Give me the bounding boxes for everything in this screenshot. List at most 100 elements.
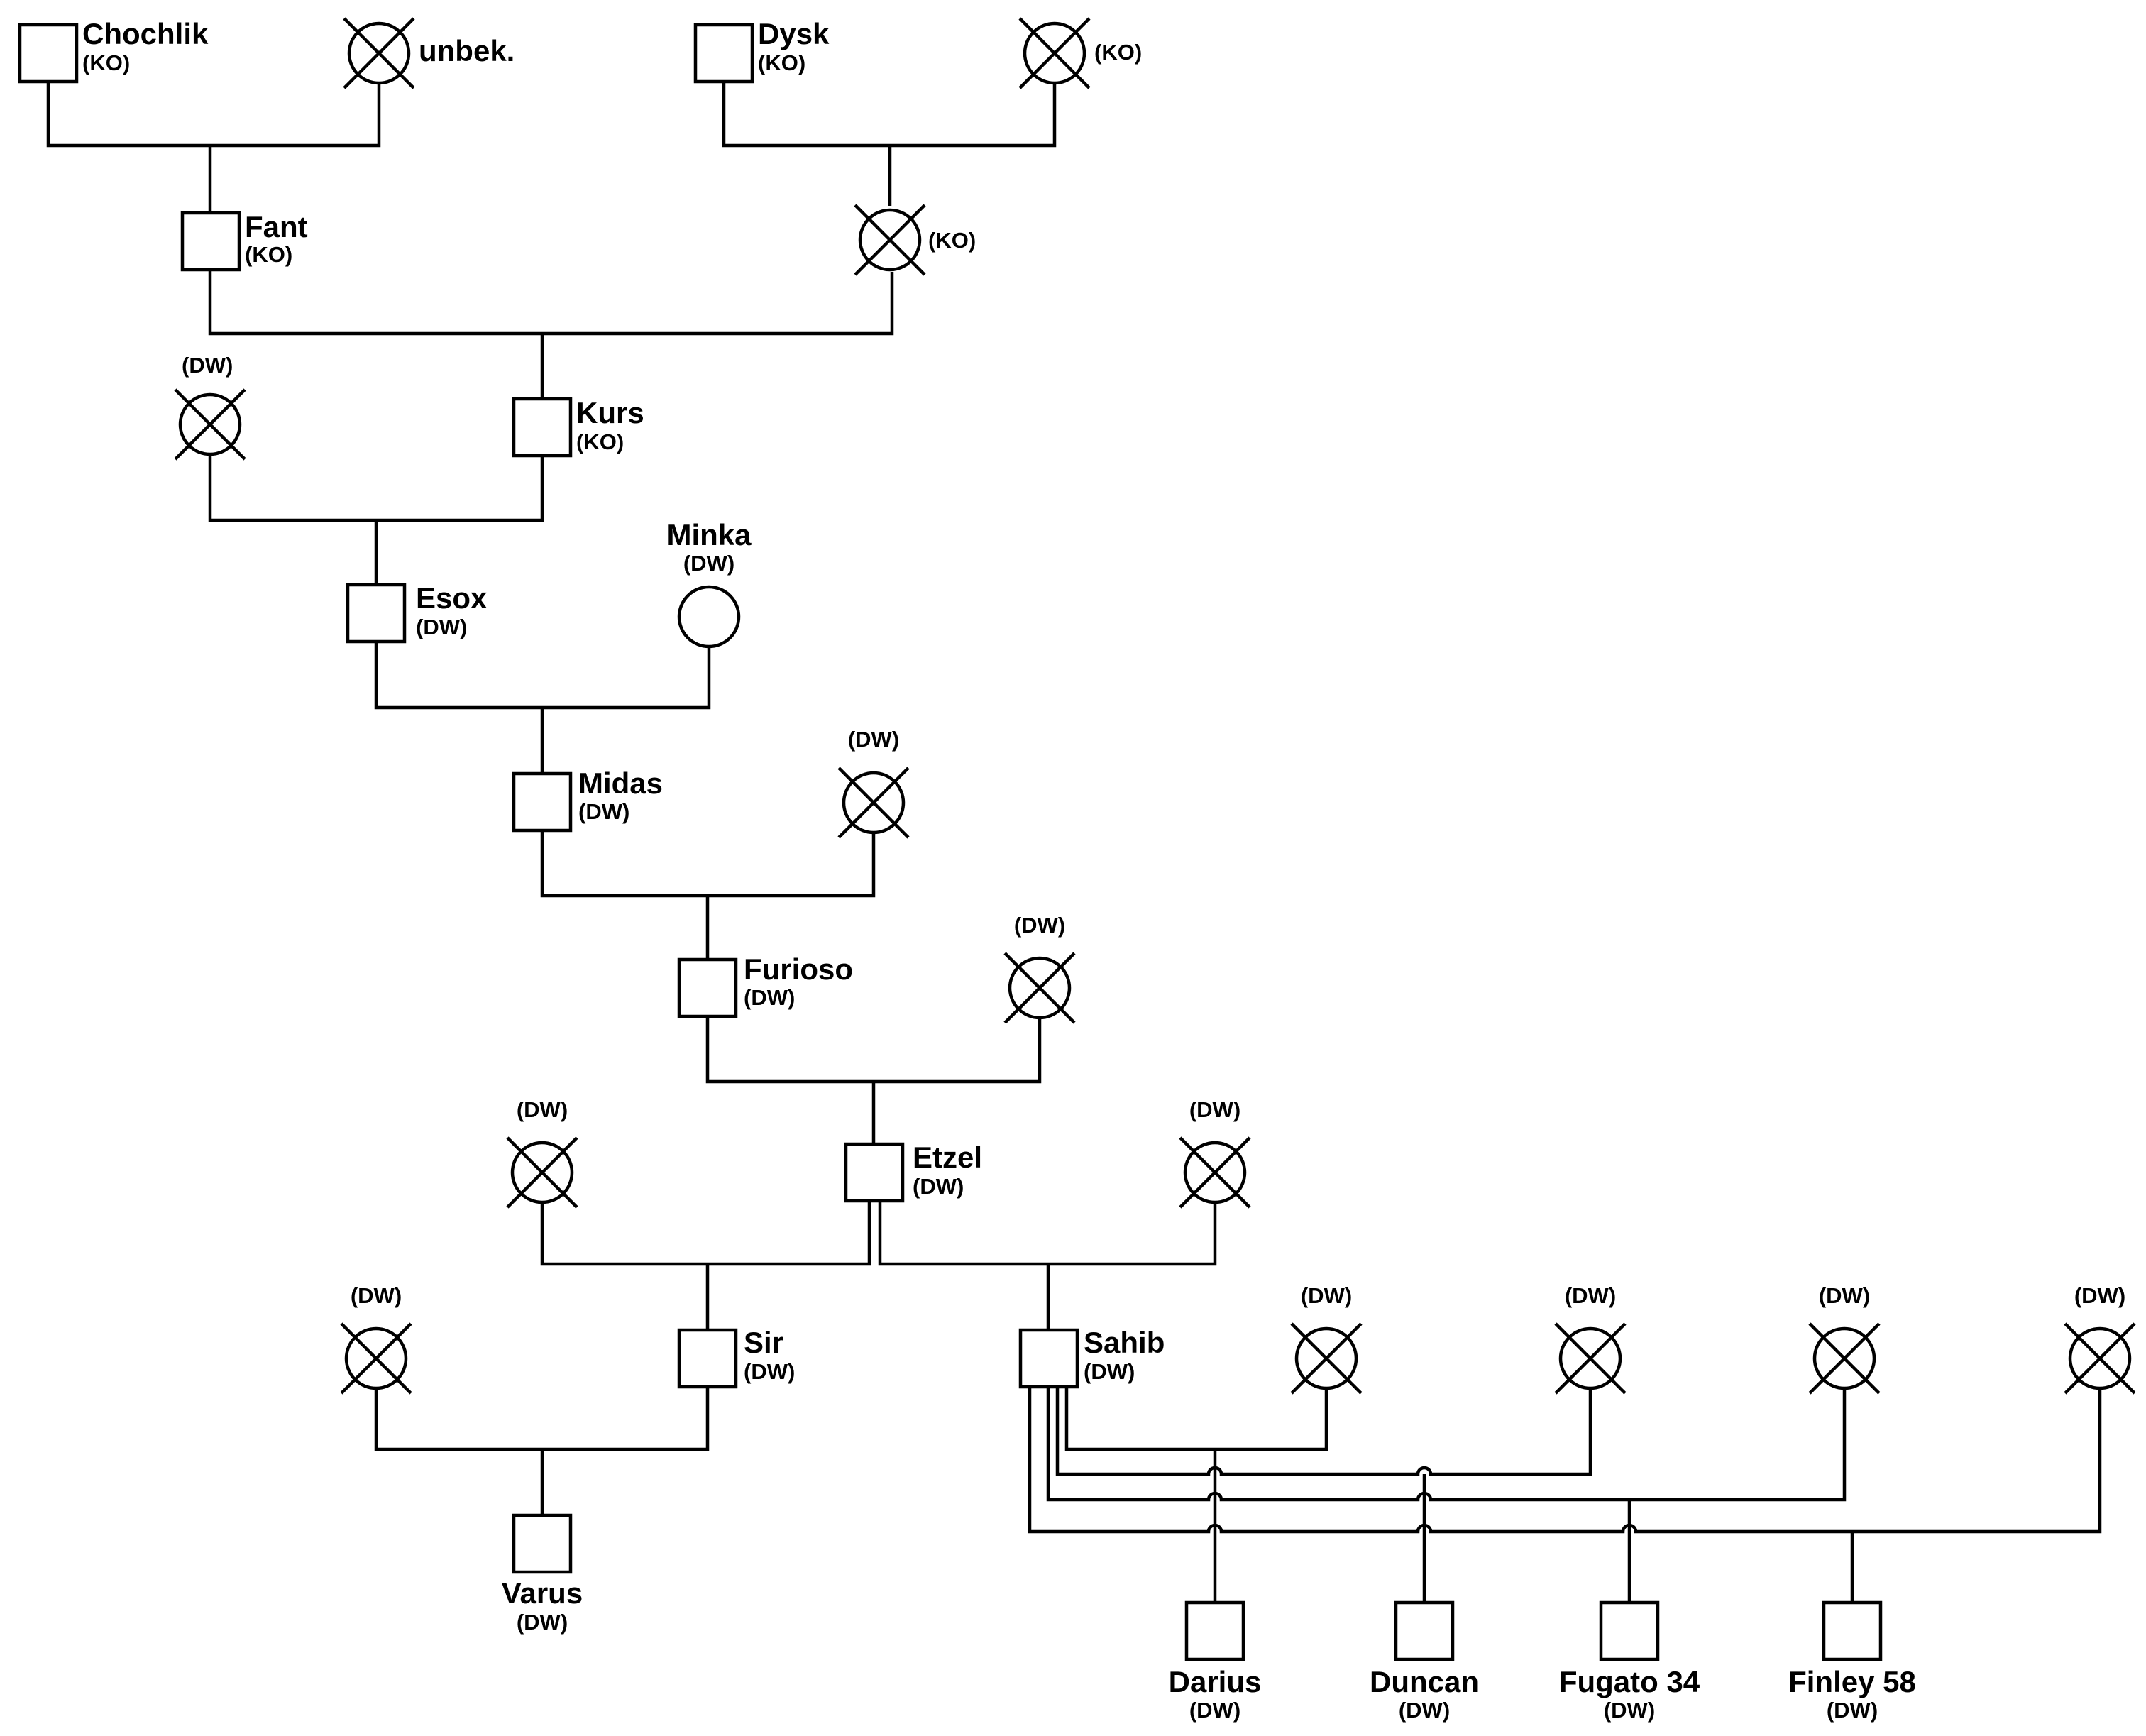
name-label: Furioso [744,952,853,986]
name-label: Duncan [1370,1665,1479,1698]
breed-label: (KO) [928,228,976,253]
breed-label: (DW) [683,551,734,576]
individual-fant: Fant (KO) [180,210,308,272]
name-label: Dysk [758,17,830,50]
name-label: Kurs [576,396,644,429]
male-symbol [677,957,738,1018]
breed-label: (DW) [1189,1698,1240,1723]
male-symbol [677,1328,738,1389]
cross-mark [340,1322,412,1395]
name-label: Midas [578,767,663,800]
name-label: Varus [502,1576,583,1610]
mating-line-furioso [705,1016,1042,1084]
name-label: Finley 58 [1788,1665,1916,1698]
cross-mark [1554,1322,1627,1395]
mating-line-etzel-1 [540,1201,871,1266]
name-label: Darius [1169,1665,1262,1698]
cross-mark [174,388,246,461]
breed-label: (DW) [1399,1698,1450,1723]
breed-label: (KO) [82,50,130,75]
individual-sahib-mate-2: (DW) [1554,1283,1627,1395]
breed-label: (DW) [351,1283,402,1308]
male-symbol [1394,1600,1455,1661]
individual-kurs: Kurs (KO) [512,396,644,458]
cross-mark [837,767,910,839]
breed-label: (DW) [1565,1283,1616,1308]
male-symbol [1184,1600,1245,1661]
cross-mark [506,1136,578,1209]
male-symbol [346,583,407,644]
breed-label: (DW) [1084,1359,1135,1384]
breed-label: (DW) [416,615,467,639]
individual-furioso: Furioso (DW) [677,952,853,1018]
mating-line-esox-minka [374,642,711,710]
male-symbol [180,211,241,272]
name-label: Fugato 34 [1559,1665,1700,1698]
breed-label: (DW) [913,1174,964,1199]
individual-midas-mate: (DW) [837,727,910,839]
mating-line-sir [374,1387,710,1451]
breed-label: (DW) [1827,1698,1878,1723]
name-label: Fant [245,210,308,243]
individual-dysk-mate: (KO) [1018,17,1142,89]
breed-label: (DW) [1819,1283,1870,1308]
individual-fugato34: Fugato 34 (DW) [1559,1600,1700,1723]
breed-label: (DW) [182,353,233,378]
male-symbol [844,1142,905,1203]
individual-etzel-mate-2: (DW) [1179,1097,1251,1209]
mating-line-sahib-1 [1064,1387,1328,1451]
breed-label: (DW) [1604,1698,1655,1723]
individual-chochlik: Chochlik (KO) [18,17,209,84]
cross-mark [1179,1136,1251,1209]
name-label: Sir [744,1326,783,1359]
female-symbol [677,585,741,649]
breed-label: (DW) [578,799,629,824]
individual-esox: Esox (DW) [346,581,488,644]
breed-label: (DW) [1189,1097,1240,1122]
cross-mark [1290,1322,1363,1395]
male-symbol [1599,1600,1660,1661]
mating-line-fant [208,270,894,336]
name-label: unbek. [419,34,515,67]
individual-unbek: unbek. [343,17,515,89]
name-label: Sahib [1084,1326,1165,1359]
cross-mark [1018,17,1091,89]
mating-line-sahib-3 [1046,1387,1847,1502]
cross-mark [2064,1322,2136,1395]
individual-etzel: Etzel (DW) [844,1141,982,1203]
breed-label: (KO) [758,50,805,75]
individual-etzel-mate-1: (DW) [506,1097,578,1209]
individual-varus: Varus (DW) [502,1513,583,1635]
breed-label: (KO) [1094,40,1142,65]
cross-mark [1808,1322,1881,1395]
individual-sir-mate: (DW) [340,1283,412,1395]
mating-line-sahib-2 [1055,1387,1592,1476]
breed-label: (DW) [744,1359,795,1384]
male-symbol [693,23,754,84]
mating-line-sahib-4 [1028,1387,2102,1534]
individual-sir: Sir (DW) [677,1326,795,1389]
breed-label: (DW) [1301,1283,1352,1308]
breed-label: (KO) [245,242,292,267]
breed-label: (DW) [517,1097,568,1122]
male-symbol [1822,1600,1883,1661]
cross-mark [854,204,926,276]
individual-sahib: Sahib (DW) [1018,1326,1165,1389]
breed-label: (DW) [848,727,899,752]
breed-label: (KO) [576,429,624,454]
individual-kurs-mate: (DW) [174,353,246,461]
individual-darius: Darius (DW) [1169,1600,1262,1723]
name-label: Chochlik [82,17,209,50]
mating-line-chochlik-unbek [46,67,381,148]
individual-sahib-mate-3: (DW) [1808,1283,1881,1395]
breed-label: (DW) [1014,913,1065,938]
cross-mark [343,17,415,89]
name-label: Etzel [913,1141,982,1174]
breed-label: (DW) [744,985,795,1010]
mating-line-etzel-2 [878,1201,1217,1266]
name-label: Minka [666,518,752,551]
individual-midas: Midas (DW) [512,767,663,833]
name-label: Esox [416,581,488,615]
male-symbol [18,23,79,84]
